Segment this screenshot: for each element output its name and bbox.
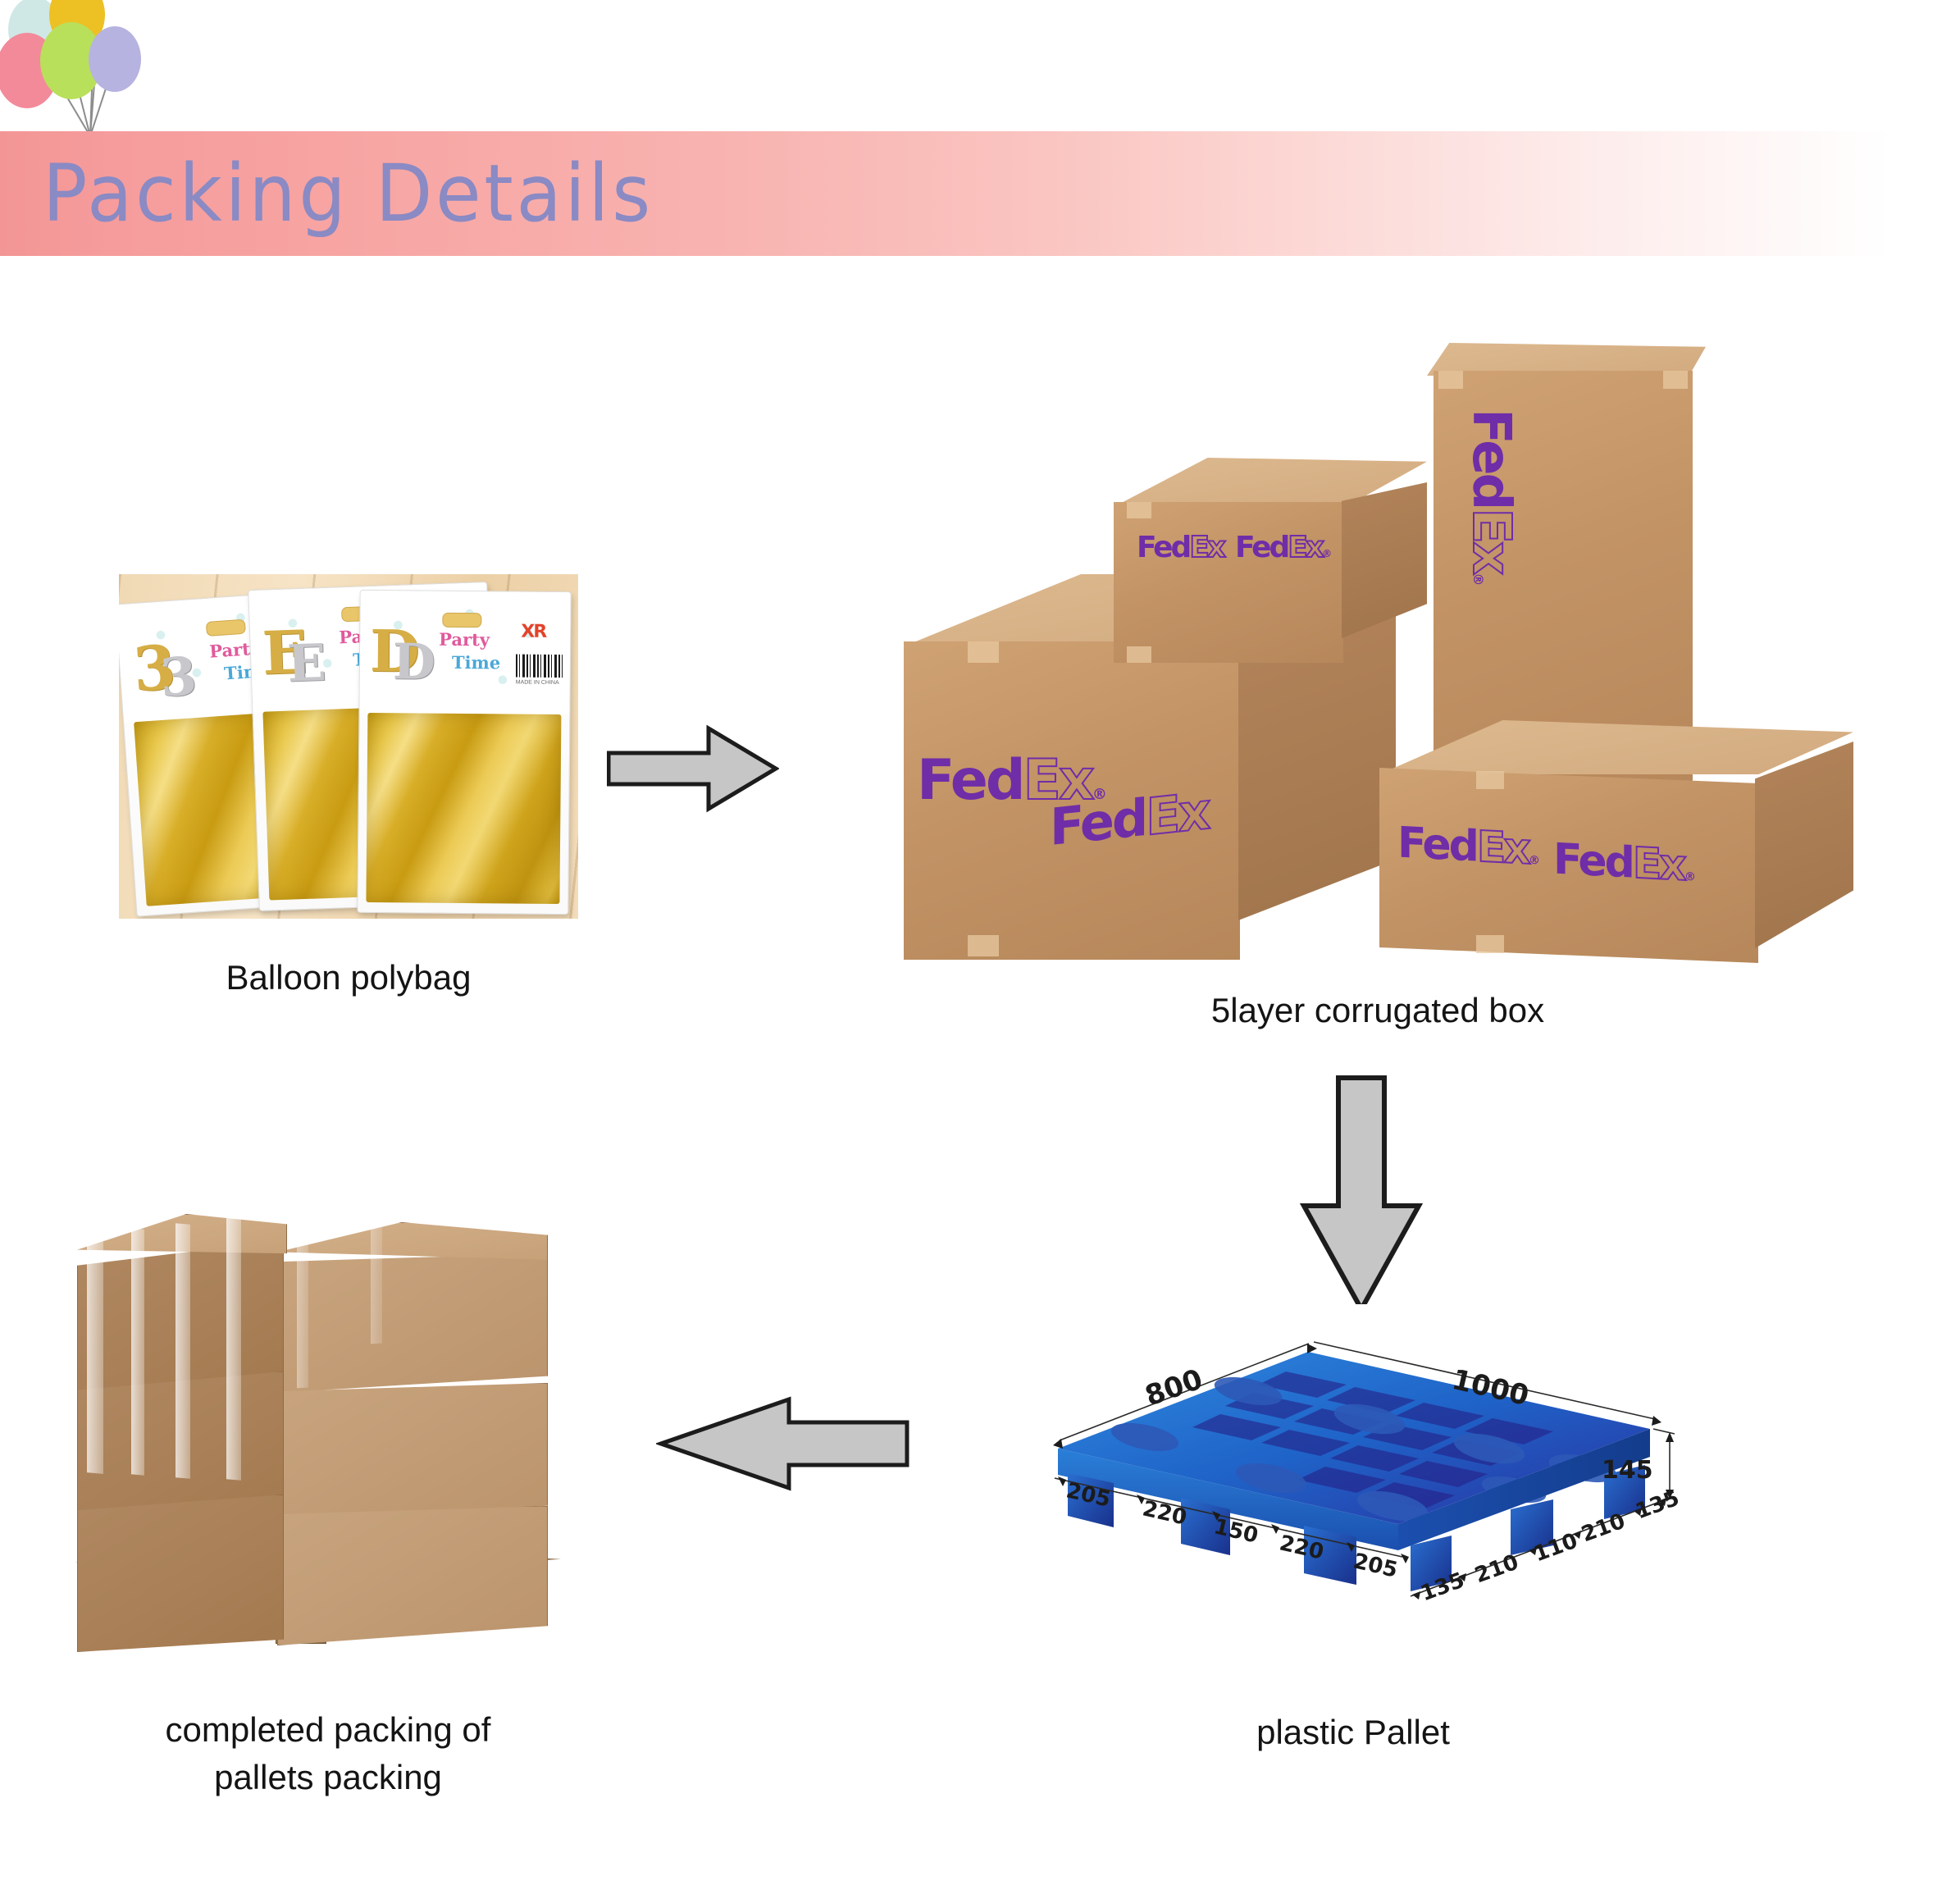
- caption-balloon-polybag: Balloon polybag: [226, 958, 472, 997]
- hang-hole-icon: [442, 612, 482, 628]
- corrugated-box-image: FedEx® FedEx FedEx FedEx® FedEx®: [894, 328, 1862, 976]
- pallet-deck-recesses: [1110, 1376, 1617, 1522]
- caption-completed-packing: completed packing of pallets packing: [165, 1710, 491, 1796]
- stretch-wrap-strip: [226, 1216, 241, 1481]
- box-tape: [1476, 771, 1504, 789]
- registered-mark: ®: [1528, 853, 1538, 868]
- box-top-face: [1379, 720, 1853, 774]
- polybag-letter-shadow: D: [392, 633, 436, 691]
- dim-label-height-145: 145: [1602, 1456, 1653, 1485]
- fedex-logo: FedEx®: [1553, 834, 1693, 892]
- box-tape: [1438, 371, 1463, 389]
- fedex-logo: FedEx: [1050, 780, 1210, 857]
- registered-mark: ®: [1322, 548, 1332, 559]
- stretch-wrap-strip: [87, 1235, 103, 1474]
- fedex-logo: FedEx®: [1460, 408, 1522, 584]
- fedex-fed-text: Fed: [1137, 531, 1192, 564]
- fedex-fed-text: Fed: [1050, 787, 1146, 858]
- completed-pallet-image: [66, 1181, 590, 1690]
- header-band: [0, 131, 1891, 256]
- balloon-green: [40, 22, 103, 99]
- balloon-cluster-icon: [0, 0, 141, 137]
- fedex-fed-text: Fed: [1397, 818, 1477, 872]
- barcode-icon: [515, 654, 566, 678]
- carton-side: [77, 1495, 284, 1652]
- registered-mark: ®: [1092, 786, 1107, 803]
- registered-mark: ®: [1470, 573, 1486, 584]
- fedex-logo: FedEx®: [917, 752, 1107, 810]
- pallet-deck-front-edge: [1058, 1449, 1398, 1550]
- fedex-ex-text: Ex: [1145, 780, 1209, 848]
- brand-time: Time: [451, 651, 501, 673]
- box-right-face: [1755, 742, 1853, 948]
- pallet-diagram: [1053, 1341, 1675, 1600]
- fedex-fed-text: Fed: [917, 748, 1025, 813]
- box-tape: [1663, 371, 1688, 389]
- box-lower-right: FedEx® FedEx®: [1379, 720, 1853, 966]
- fedex-fed-text: Fed: [1461, 408, 1521, 509]
- fedex-ex-text: Ex: [1022, 748, 1095, 813]
- balloon-polybag-image: 3 3 Party Time E E Party Time D D Party …: [119, 574, 578, 919]
- gold-foil-balloon: [366, 712, 562, 905]
- box-top-face: [1427, 343, 1706, 376]
- box-tape: [968, 641, 999, 663]
- carton-front: [277, 1253, 548, 1393]
- box-tape: [968, 935, 999, 956]
- fedex-ex-text: Ex: [1188, 531, 1227, 564]
- box-front-face: [1379, 768, 1758, 963]
- brand-party: Party: [439, 628, 490, 650]
- box-front-face: [904, 641, 1240, 960]
- polybag-item: D D Party Time XR MADE IN CHINA: [357, 589, 572, 915]
- stretch-wrap-strip: [175, 1223, 190, 1479]
- box-front-face: [1114, 502, 1343, 663]
- caption-corrugated-box: 5layer corrugated box: [1210, 991, 1545, 1029]
- stretch-wrap-strip: [297, 1223, 308, 1389]
- box-right-face: [1238, 615, 1396, 920]
- arrow-right-icon: [607, 724, 779, 813]
- fedex-ex-text: Ex: [1476, 822, 1529, 875]
- box-small-top: FedEx FedEx®: [1114, 458, 1427, 671]
- origin-label: MADE IN CHINA: [515, 679, 559, 687]
- hang-hole-icon: [205, 618, 246, 637]
- pallet-deck-right-edge: [1398, 1429, 1650, 1550]
- arrow-down-icon: [1299, 1075, 1424, 1312]
- fedex-ex-text: Ex: [1287, 531, 1325, 564]
- arrow-left-icon: [656, 1396, 909, 1491]
- manufacturer-logo-icon: XR: [521, 621, 546, 642]
- registered-mark: ®: [1684, 869, 1693, 884]
- box-tape: [1127, 646, 1151, 663]
- stretch-wrap-strip: [131, 1228, 144, 1476]
- pallet-dimension-lines: [1054, 1341, 1675, 1597]
- caption-plastic-pallet: plastic Pallet: [1256, 1713, 1450, 1751]
- box-tape: [1476, 935, 1504, 953]
- pallet-dimension-ticks: [1053, 1344, 1674, 1600]
- fedex-ex-text: Ex: [1632, 838, 1685, 892]
- plastic-pallet-image: 800 1000 145 205 220 150 220 205 135 210…: [1025, 1304, 1681, 1657]
- box-right-face: [1342, 482, 1427, 638]
- balloon-purple: [89, 26, 141, 92]
- page-title: Packing Details: [43, 148, 654, 240]
- box-tape: [1127, 502, 1151, 518]
- fedex-logo: FedEx: [1137, 531, 1227, 564]
- polybag-letter-shadow: 3: [157, 645, 199, 710]
- pallet-feet: [1068, 1465, 1645, 1591]
- fedex-ex-text: Ex: [1460, 507, 1522, 573]
- carton-front: [277, 1383, 548, 1522]
- carton-front: [277, 1506, 548, 1645]
- fedex-fed-text: Fed: [1553, 834, 1633, 888]
- fedex-fed-text: Fed: [1235, 531, 1290, 564]
- polybag-letter-shadow: E: [286, 632, 327, 694]
- fedex-logo: FedEx®: [1397, 818, 1538, 875]
- page-header: Packing Details: [0, 0, 1960, 271]
- stretch-wrap-strip: [371, 1220, 382, 1344]
- fedex-logo: FedEx®: [1235, 531, 1332, 564]
